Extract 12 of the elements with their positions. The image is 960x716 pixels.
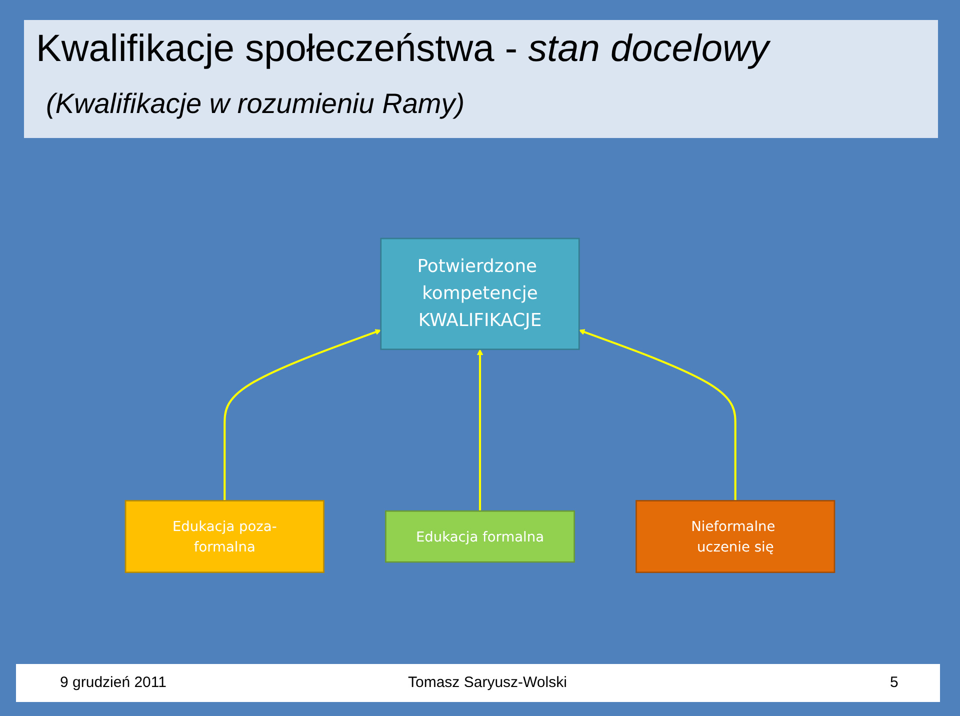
page-number: 5	[890, 674, 898, 691]
subtitle: (Kwalifikacje w rozumieniu Ramy)	[46, 88, 465, 120]
arrow	[224, 328, 382, 500]
node-box: Edukacja poza-formalna	[124, 500, 324, 573]
node-box: Nieformalne uczenie się	[636, 500, 836, 573]
footer-date: 9 grudzień 2011	[60, 674, 166, 691]
node-box: Potwierdzone kompetencje KWALIFIKACJE	[380, 237, 580, 350]
node-box: Edukacja formalna	[385, 510, 575, 562]
arrow	[476, 348, 484, 511]
title: Kwalifikacje społeczeństwa - stan docelowy	[36, 28, 769, 71]
footer-author: Tomasz Saryusz-Wolski	[408, 674, 567, 691]
arrow	[578, 328, 736, 500]
